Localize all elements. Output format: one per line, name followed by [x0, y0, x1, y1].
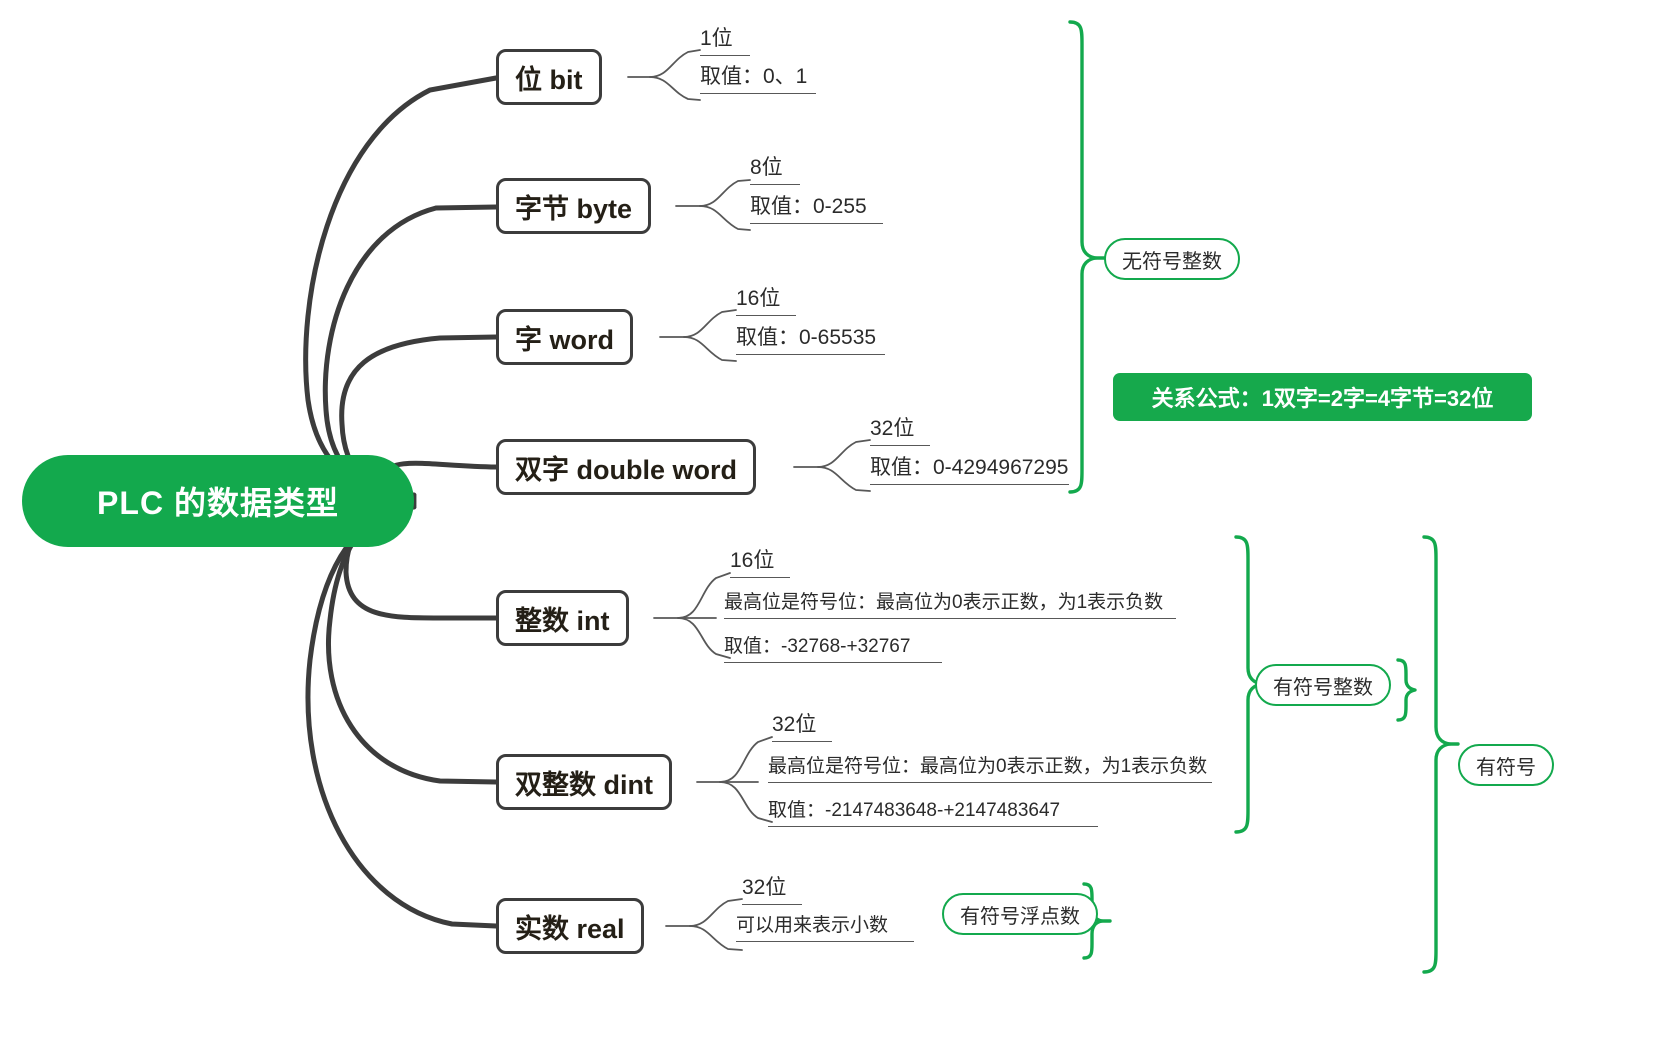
leaf-word-range: 取值：0-65535 — [736, 326, 885, 356]
leaf-dint-sign-bit: 最高位是符号位：最高位为0表示正数，为1表示负数 — [768, 756, 1212, 783]
node-bit-label: 位 bit — [515, 64, 583, 95]
group-signed-label: 有符号 — [1476, 756, 1536, 779]
leaf-word-width: 16位 — [736, 287, 796, 317]
group-signed[interactable]: 有符号 — [1458, 744, 1554, 786]
leaf-byte-width: 8位 — [750, 156, 800, 186]
leaf-dint-width: 32位 — [772, 713, 832, 743]
root-node[interactable]: PLC 的数据类型 — [22, 455, 414, 547]
leaf-double-word-width: 32位 — [870, 417, 930, 447]
leaf-double-word-range: 取值：0-4294967295 — [870, 456, 1069, 486]
group-unsigned-integer[interactable]: 无符号整数 — [1104, 238, 1240, 280]
node-double-word[interactable]: 双字 double word — [496, 439, 756, 495]
node-word[interactable]: 字 word — [496, 309, 633, 365]
leaf-dint-range: 取值：-2147483648-+2147483647 — [768, 800, 1098, 827]
node-word-label: 字 word — [515, 324, 614, 355]
leaf-bit-width: 1位 — [700, 27, 750, 57]
root-node-label: PLC 的数据类型 — [97, 485, 339, 521]
node-double-word-label: 双字 double word — [515, 454, 737, 485]
group-signed-integer-label: 有符号整数 — [1273, 676, 1373, 699]
node-real[interactable]: 实数 real — [496, 898, 644, 954]
node-int-label: 整数 int — [515, 605, 610, 636]
node-bit[interactable]: 位 bit — [496, 49, 602, 105]
relation-formula-label: 关系公式：1双字=2字=4字节=32位 — [1151, 386, 1494, 411]
leaf-int-sign-bit: 最高位是符号位：最高位为0表示正数，为1表示负数 — [724, 592, 1176, 619]
group-signed-float-label: 有符号浮点数 — [960, 905, 1080, 928]
group-signed-float[interactable]: 有符号浮点数 — [942, 893, 1098, 935]
node-real-label: 实数 real — [515, 913, 625, 944]
node-byte-label: 字节 byte — [515, 193, 633, 224]
leaf-int-width: 16位 — [730, 549, 790, 579]
node-byte[interactable]: 字节 byte — [496, 178, 652, 234]
leaf-real-note: 可以用来表示小数 — [736, 915, 914, 942]
node-int[interactable]: 整数 int — [496, 590, 629, 646]
leaf-int-range: 取值：-32768-+32767 — [724, 636, 942, 663]
relation-formula-banner: 关系公式：1双字=2字=4字节=32位 — [1113, 373, 1532, 421]
node-dint[interactable]: 双整数 dint — [496, 754, 672, 810]
group-signed-integer[interactable]: 有符号整数 — [1255, 664, 1391, 706]
leaf-real-width: 32位 — [742, 876, 802, 906]
node-dint-label: 双整数 dint — [515, 769, 653, 800]
leaf-bit-range: 取值：0、1 — [700, 65, 816, 95]
group-unsigned-integer-label: 无符号整数 — [1122, 250, 1222, 273]
leaf-byte-range: 取值：0-255 — [750, 195, 883, 225]
